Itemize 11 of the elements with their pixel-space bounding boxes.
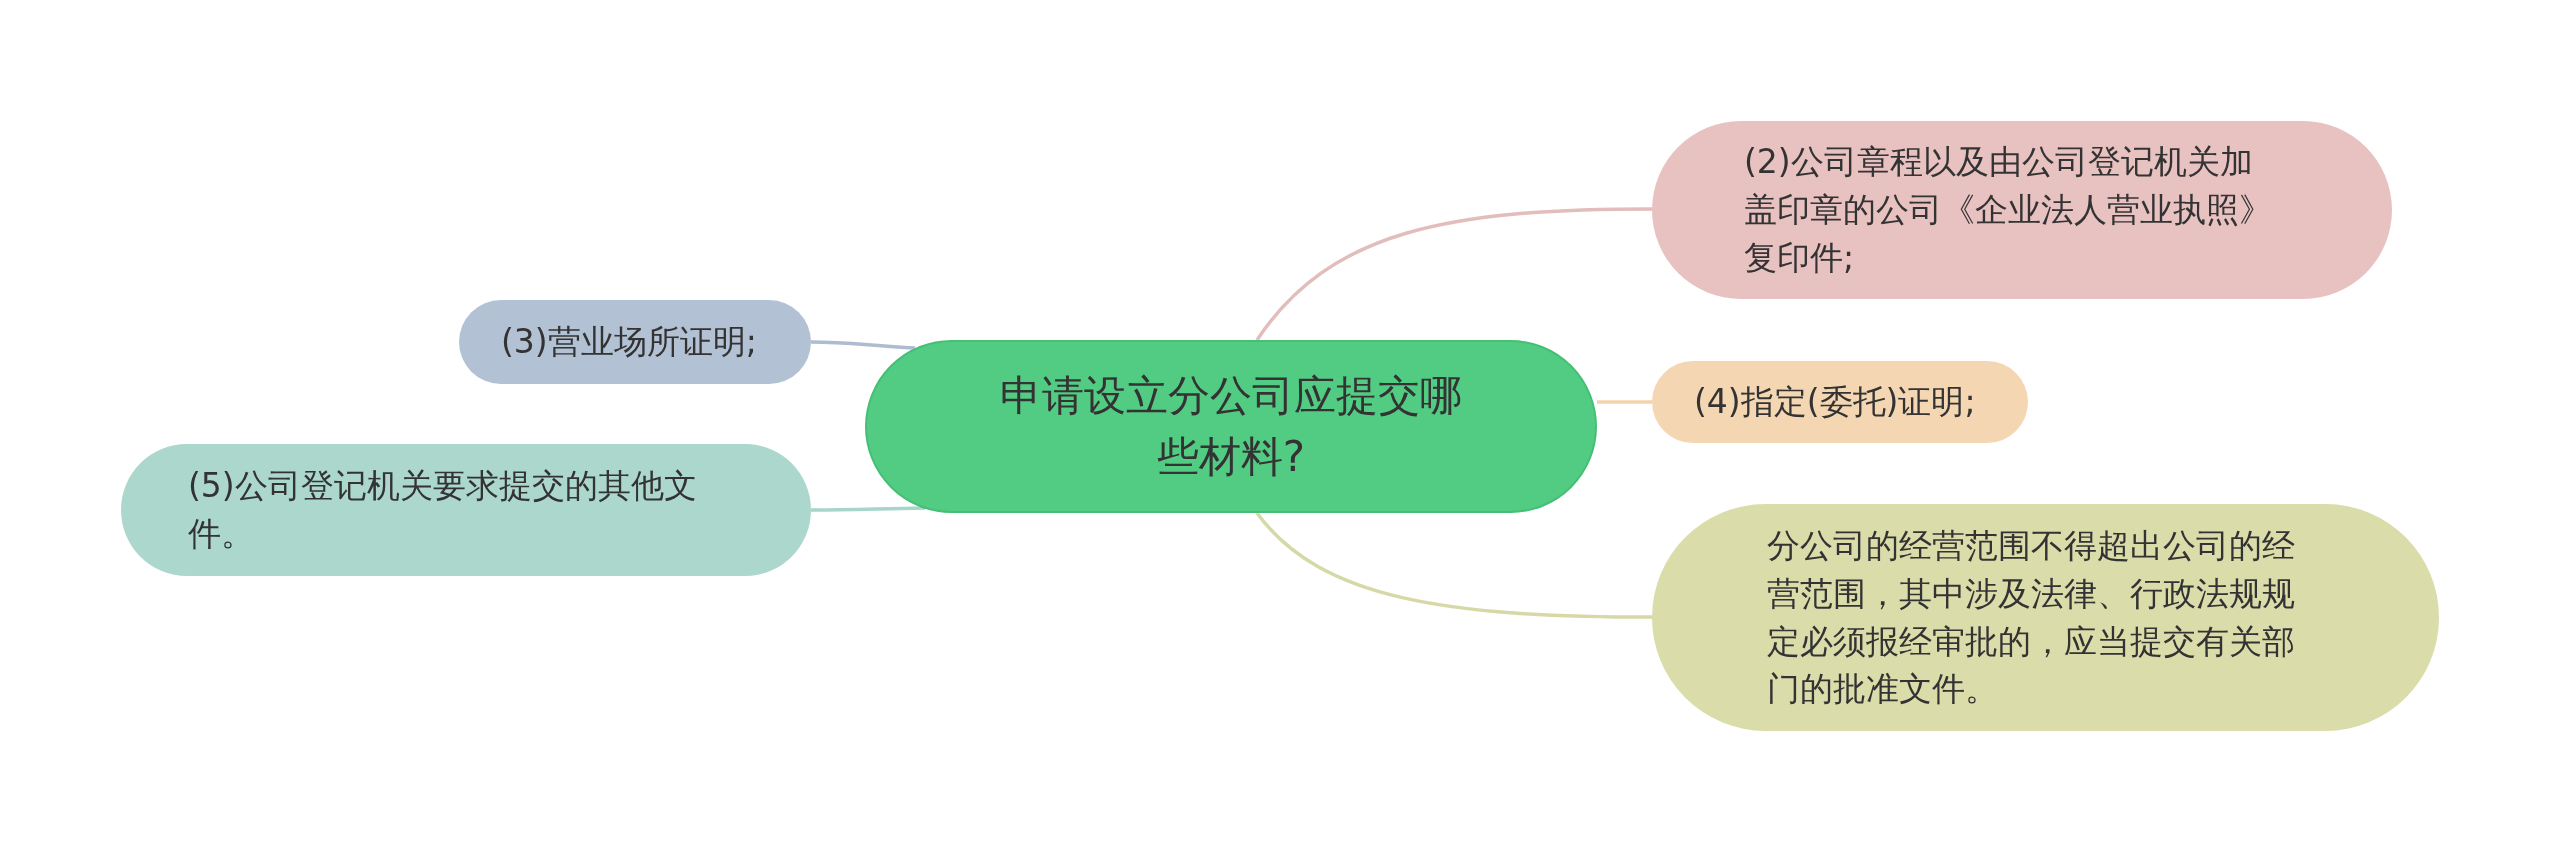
- subtopic-bubble: (5)公司登记机关要求提交的其他文件。: [121, 444, 811, 576]
- connector-line: [1597, 400, 1652, 404]
- subtopic-bubble: 分公司的经营范围不得超出公司的经营范围，其中涉及法律、行政法规规定必须报经审批的，应当提交有关部门的批准文件。: [1652, 504, 2439, 731]
- connector-line: [811, 506, 926, 512]
- topic-bubble: 申请设立分公司应提交哪些材料?: [865, 340, 1597, 513]
- connector-line: [1255, 207, 1652, 342]
- subtopic-bubble: (3)营业场所证明;: [459, 300, 811, 384]
- connector-line: [1255, 511, 1652, 619]
- subtopic-bubble: (4)指定(委托)证明;: [1652, 361, 2028, 443]
- connector-line: [811, 340, 916, 350]
- subtopic-bubble: (2)公司章程以及由公司登记机关加盖印章的公司《企业法人营业执照》复印件;: [1652, 121, 2392, 299]
